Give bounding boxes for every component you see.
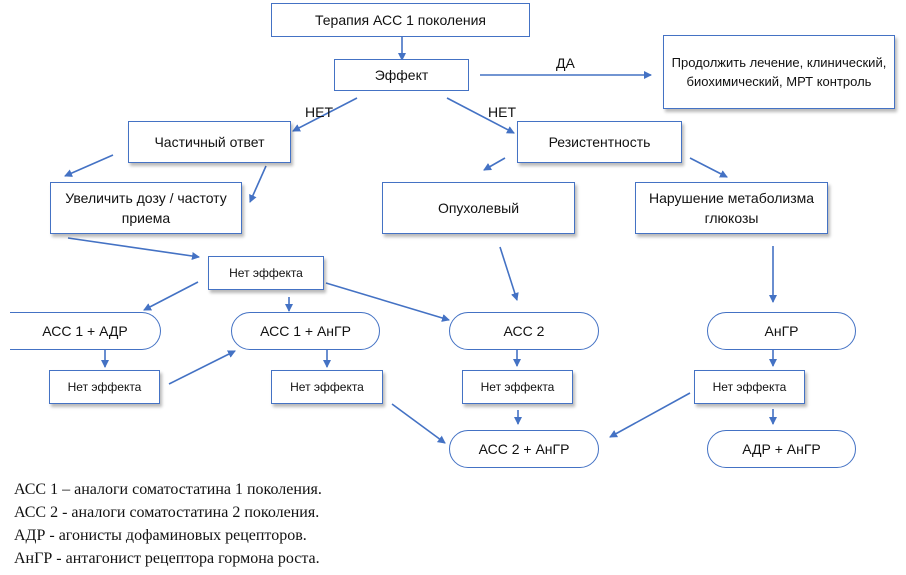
- arrow-partial-to-increase-dose-left: [64, 154, 114, 177]
- node-acc1-angr: АСС 1 + АнГР: [231, 312, 380, 350]
- node-label: Нет эффекта: [290, 380, 364, 394]
- arrow-no-effect-to-acc1-angr-cross: [168, 350, 236, 385]
- arrow-partial-to-increase-dose-right: [249, 165, 267, 203]
- arrow-no-effect-acc1-angr-to-acc2-angr: [391, 403, 446, 444]
- node-resistance: Резистентность: [517, 121, 682, 163]
- abbreviation-legend: АСС 1 – аналоги соматостатина 1 поколени…: [14, 478, 322, 570]
- node-no-effect-angr: Нет эффекта: [694, 370, 805, 404]
- node-acc2-angr: АСС 2 + АнГР: [449, 430, 599, 468]
- node-label: Опухолевый: [437, 200, 520, 216]
- node-no-effect-acc2: Нет эффекта: [462, 370, 573, 404]
- node-no-effect-main: Нет эффекта: [208, 256, 324, 290]
- arrow-no-effect-to-acc2: [325, 282, 450, 322]
- arrow-effect-to-partial: [292, 97, 358, 132]
- node-increase-dose: Увеличить дозу / частоту приема: [50, 182, 242, 234]
- node-label: Нет эффекта: [229, 266, 303, 280]
- node-tumor: Опухолевый: [382, 182, 575, 234]
- node-start-therapy: Терапия АСС 1 поколения: [271, 3, 530, 37]
- node-label: Нет эффекта: [480, 380, 555, 394]
- node-label: Нет эффекта: [67, 380, 142, 394]
- node-acc2: АСС 2: [449, 312, 599, 350]
- node-adr-angr: АДР + АнГР: [707, 430, 856, 468]
- node-label: Нарушение метаболизма глюкозы: [648, 190, 815, 226]
- edge-label-no-left: НЕТ: [305, 104, 333, 120]
- node-label: Частичный ответ: [154, 134, 265, 150]
- node-effect: Эффект: [334, 59, 469, 91]
- edge-label-no-right: НЕТ: [488, 104, 516, 120]
- legend-item-acc2: АСС 2 - аналоги соматостатина 2 поколени…: [14, 504, 320, 521]
- arrow-resistance-to-glucose: [689, 157, 728, 178]
- node-label: АСС 1 + АнГР: [260, 323, 351, 339]
- node-glucose-disorder: Нарушение метаболизма глюкозы: [635, 182, 828, 234]
- edge-label-yes: ДА: [556, 55, 575, 71]
- node-label: Увеличить дозу / частоту приема: [65, 190, 227, 226]
- node-acc1-adr: АСС 1 + АДР: [10, 312, 161, 350]
- legend-item-acc1: АСС 1 – аналоги соматостатина 1 поколени…: [14, 481, 322, 498]
- legend-item-adr: АДР - агонисты дофаминовых рецепторов.: [14, 527, 307, 544]
- node-no-effect-acc1-adr: Нет эффекта: [49, 370, 160, 404]
- node-no-effect-acc1-angr: Нет эффекта: [271, 370, 383, 404]
- node-label: Эффект: [374, 67, 429, 83]
- node-label: Резистентность: [548, 134, 651, 150]
- arrow-no-effect-to-acc1-adr: [143, 281, 199, 311]
- node-label: АнГР: [764, 323, 799, 339]
- node-label: АСС 2 + АнГР: [478, 441, 570, 457]
- arrow-tumor-to-acc2: [499, 246, 519, 301]
- node-partial-response: Частичный ответ: [128, 121, 291, 163]
- arrow-increase-dose-to-no-effect: [67, 237, 200, 260]
- node-continue-treatment: Продолжить лечение, клинический, биохими…: [663, 35, 895, 109]
- node-label: Терапия АСС 1 поколения: [314, 12, 487, 28]
- legend-item-angr: АнГР - антагонист рецептора гормона рост…: [14, 550, 320, 567]
- node-label: АСС 1 + АДР: [42, 323, 128, 339]
- node-label: Нет эффекта: [712, 380, 787, 394]
- node-label: АСС 2: [503, 323, 545, 339]
- arrow-effect-to-resistance: [446, 97, 515, 134]
- node-label: Продолжить лечение, клинический, биохими…: [671, 55, 887, 89]
- node-label: АДР + АнГР: [742, 441, 821, 457]
- arrow-no-effect-angr-to-acc2-angr: [609, 392, 691, 438]
- arrow-resistance-to-tumor: [483, 157, 506, 171]
- node-angr: АнГР: [707, 312, 856, 350]
